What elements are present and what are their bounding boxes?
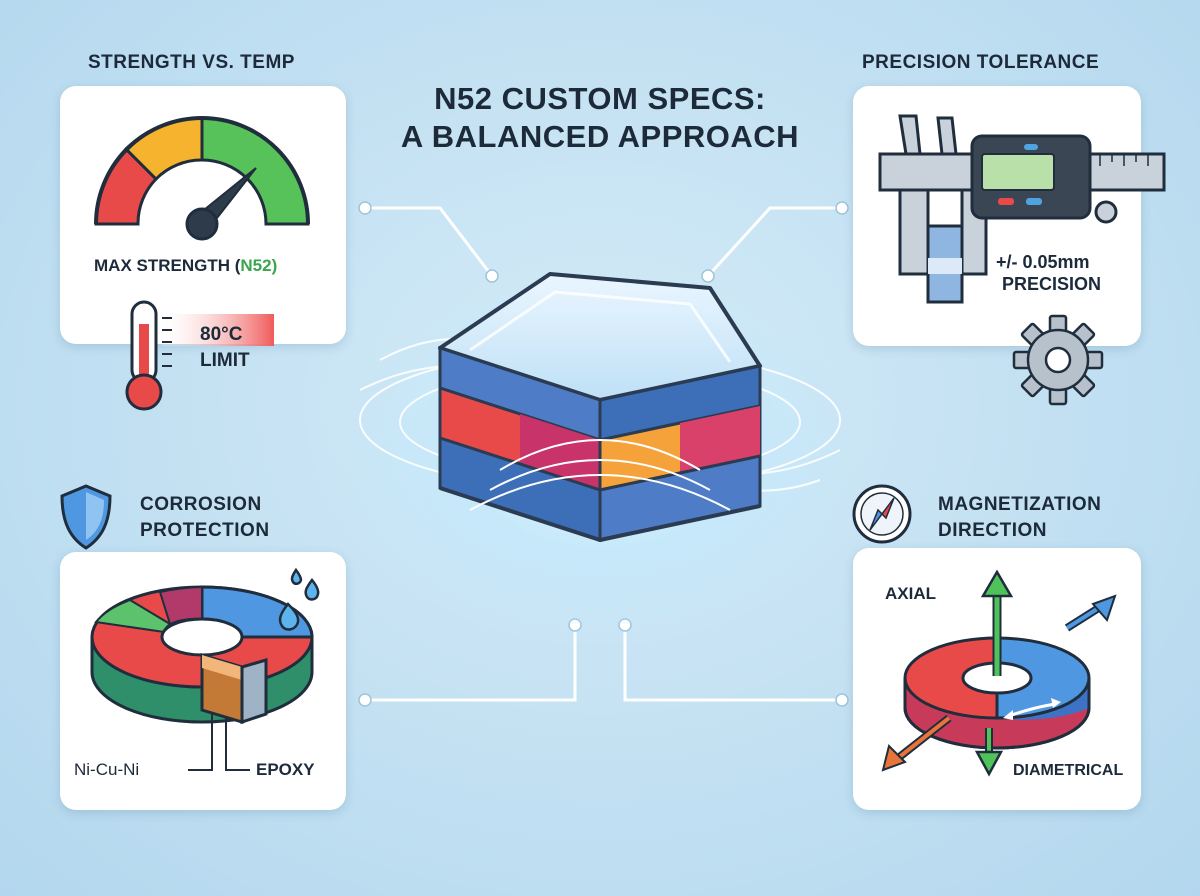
- magnet-block-icon: [330, 255, 870, 625]
- connector-strength: [363, 206, 494, 278]
- tolerance-value: +/- 0.05mm: [996, 252, 1090, 272]
- max-strength-label: MAX STRENGTH (N52): [94, 256, 278, 275]
- connector-magnetization: [623, 623, 844, 702]
- page-title: N52 CUSTOM SPECS: A BALANCED APPROACH: [380, 80, 820, 156]
- precision-section-label: PRECISION TOLERANCE: [862, 52, 1100, 73]
- grade-n52: N52: [240, 256, 272, 275]
- magnetization-section-label: MAGNETIZATION DIRECTION: [938, 494, 1102, 541]
- temp-limit: LIMIT: [200, 350, 250, 371]
- connector-precision: [706, 206, 844, 278]
- coating-ni-cu-ni: Ni-Cu-Ni: [74, 760, 140, 779]
- gear-icon: [1012, 314, 1104, 406]
- title-line-2: A BALANCED APPROACH: [400, 119, 800, 154]
- title-line-1: N52 CUSTOM SPECS:: [434, 81, 766, 116]
- compass-icon: [852, 484, 912, 544]
- axial-label: AXIAL: [885, 584, 936, 603]
- precision-label: PRECISION: [1002, 274, 1102, 294]
- connector-corrosion: [363, 623, 577, 702]
- coating-epoxy: EPOXY: [256, 760, 315, 779]
- magnetization-card: AXIAL DIAMETRICAL: [853, 548, 1141, 810]
- gauge-icon: [94, 116, 310, 241]
- temp-value: 80°C: [200, 324, 243, 345]
- thermometer-icon: [125, 300, 274, 411]
- ring-magnet-icon: [90, 585, 314, 771]
- ring-magnet-icon: [881, 569, 1117, 777]
- strength-section-label: STRENGTH VS. TEMP: [88, 52, 295, 73]
- shield-icon: [60, 484, 112, 550]
- water-drop-icon: [278, 567, 320, 631]
- diametrical-label: DIAMETRICAL: [1013, 762, 1124, 779]
- corrosion-card: Ni-Cu-Ni EPOXY: [60, 552, 346, 810]
- corrosion-section-label: CORROSION PROTECTION: [140, 494, 270, 541]
- strength-card: MAX STRENGTH (N52): [60, 86, 346, 344]
- caliper-icon: [878, 114, 1166, 304]
